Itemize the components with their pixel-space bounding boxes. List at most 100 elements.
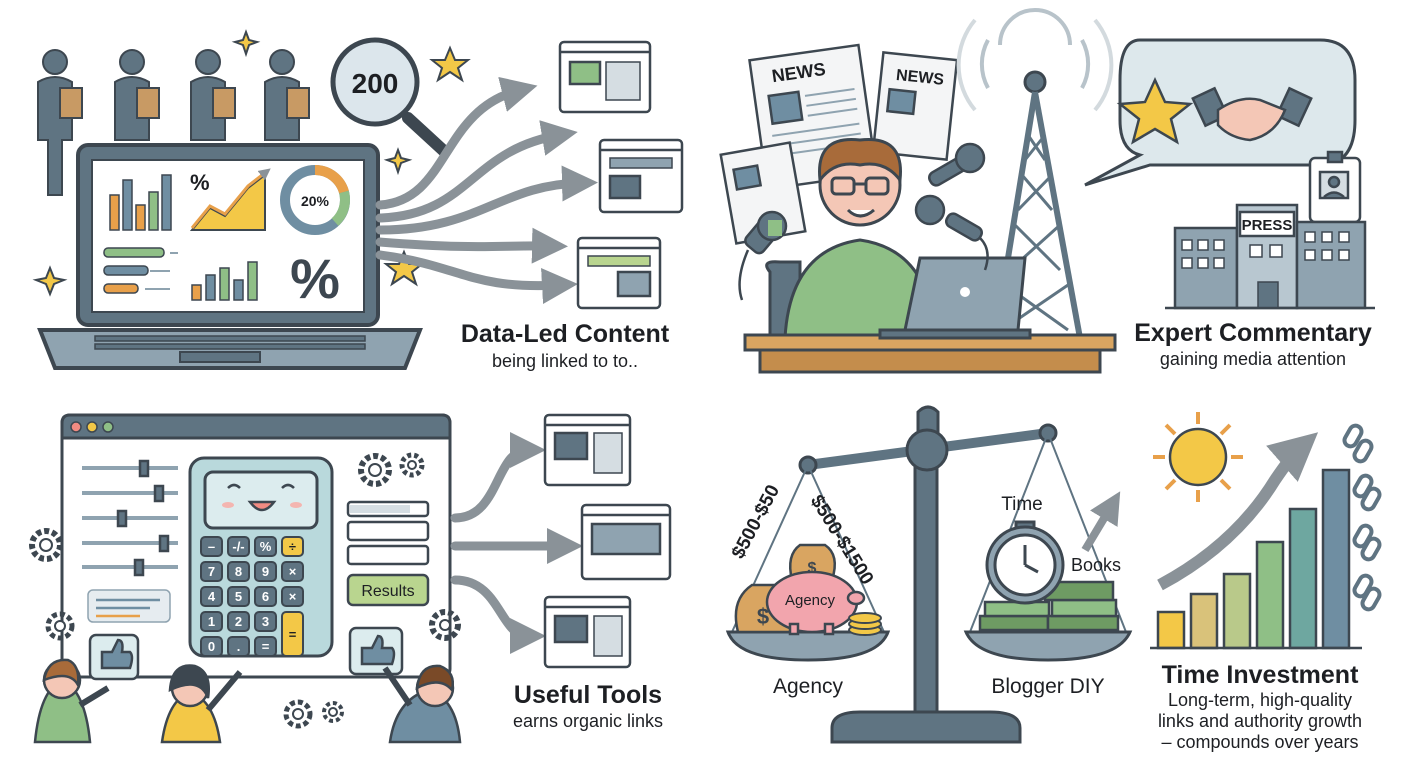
calculator-key[interactable] [200, 586, 223, 607]
tools-subtitle: earns organic links [513, 711, 663, 731]
time-investment-line-3: – compounds over years [1161, 732, 1358, 752]
time-investment-title: Time Investment [1162, 661, 1360, 689]
web-page-icons [558, 40, 684, 310]
calculator-key-label: × [289, 564, 297, 579]
text-input-field[interactable] [346, 520, 430, 542]
gear-icons [29, 452, 461, 729]
calculator-key-label: 7 [208, 564, 215, 579]
results-button[interactable]: Results [346, 573, 430, 607]
microphone-icon [914, 194, 989, 271]
calculator-key[interactable] [200, 536, 223, 557]
calculator-key-label: – [208, 539, 215, 554]
person-icon [114, 49, 160, 141]
books-stack-icon [978, 580, 1120, 632]
microphone-icon [738, 210, 788, 301]
calculator-key-label: % [260, 539, 272, 554]
person-icon [37, 49, 83, 196]
decorative-stars [32, 29, 471, 297]
expert-subtitle: gaining media attention [1160, 349, 1346, 369]
star-icon [1116, 76, 1194, 145]
piggy-bank-icon: Agency [765, 570, 866, 636]
calculator-key-label: = [289, 627, 297, 642]
mini-bar-chart-2 [191, 261, 258, 301]
text-input-field[interactable] [346, 544, 430, 566]
calculator-key[interactable] [227, 586, 250, 607]
person-icon [264, 49, 310, 141]
calculator-key[interactable] [281, 536, 304, 557]
money-bag-symbol: $ [757, 604, 769, 629]
calculator-key[interactable] [227, 561, 250, 582]
newspaper-icon: NEWS [871, 51, 959, 161]
calculator-key[interactable] [200, 611, 223, 632]
web-page-icon [598, 138, 684, 214]
thumbs-up-icon[interactable] [348, 626, 404, 676]
growth-arrow [1081, 491, 1121, 553]
star-icon [429, 45, 471, 83]
web-page-icons [543, 413, 672, 669]
web-page-icon [576, 236, 662, 310]
growth-bars [1150, 468, 1362, 650]
calculator-key[interactable] [200, 636, 223, 657]
piggy-bank-label: Agency [785, 592, 836, 609]
thumbs-up-icon[interactable] [88, 633, 140, 681]
gear-icon [358, 453, 392, 487]
growth-curve-arrow [1157, 432, 1319, 591]
percent-big-label: % [290, 247, 340, 310]
mini-bar-chart [109, 174, 172, 231]
books-label: Books [1071, 555, 1121, 575]
calculator-key[interactable] [254, 611, 277, 632]
web-page-icon [543, 595, 632, 669]
calculator-key[interactable] [254, 586, 277, 607]
calculator-key[interactable] [281, 561, 304, 582]
press-badge-icon [1308, 150, 1362, 224]
calculator-key[interactable] [254, 636, 277, 657]
calculator-key-label: -/- [232, 539, 244, 554]
calculator-key[interactable] [254, 561, 277, 582]
gear-icon [399, 452, 425, 478]
person-icon [190, 49, 236, 141]
gear-icon [45, 611, 75, 641]
balance-scale [725, 405, 1133, 744]
chain-link-icon [1352, 523, 1382, 562]
expert-title: Expert Commentary [1134, 319, 1372, 347]
data-content-title: Data-Led Content [461, 320, 670, 348]
gear-icon [322, 701, 344, 723]
tools-title: Useful Tools [514, 681, 662, 709]
time-investment-line-1: Long-term, high-quality [1168, 690, 1352, 710]
calculator-key-label: ÷ [289, 539, 296, 554]
star-icon [32, 265, 68, 297]
web-page-icon [558, 40, 652, 114]
donut-label: 20% [301, 193, 330, 209]
text-snippet-card [87, 589, 171, 623]
calculator-key[interactable] [227, 536, 250, 557]
time-investment-line-2: links and authority growth [1158, 711, 1362, 731]
star-icon [231, 29, 261, 58]
press-label: PRESS [1242, 217, 1293, 234]
calculator-key[interactable] [254, 536, 277, 557]
magnifier-icon: 200 [330, 37, 451, 158]
gear-icon [429, 609, 461, 641]
slider-controls [82, 459, 178, 577]
data-content-subtitle: being linked to to.. [492, 351, 638, 371]
donut-chart: 20% [280, 164, 350, 235]
percent-small-label: % [190, 170, 210, 195]
calculator-key[interactable] [227, 636, 250, 657]
calculator-key[interactable] [227, 611, 250, 632]
calculator-screen [203, 470, 319, 530]
money-bag-symbol-2: $ [808, 560, 817, 577]
calculator-key-label: = [262, 639, 270, 654]
calculator-key-label: 5 [235, 589, 242, 604]
calculator-key-label: 8 [235, 564, 242, 579]
agency-label: Agency [773, 675, 844, 698]
calculator-key[interactable] [281, 611, 304, 657]
stopwatch-icon [985, 520, 1065, 605]
time-investment-panel: Time Investment Long-term, high-quality … [1150, 412, 1382, 752]
calculator-key[interactable] [200, 561, 223, 582]
calculator-key[interactable] [281, 586, 304, 607]
chain-link-icons [1342, 423, 1382, 612]
coin-stack-icon [848, 612, 882, 636]
laptop: % 20% [37, 143, 423, 370]
